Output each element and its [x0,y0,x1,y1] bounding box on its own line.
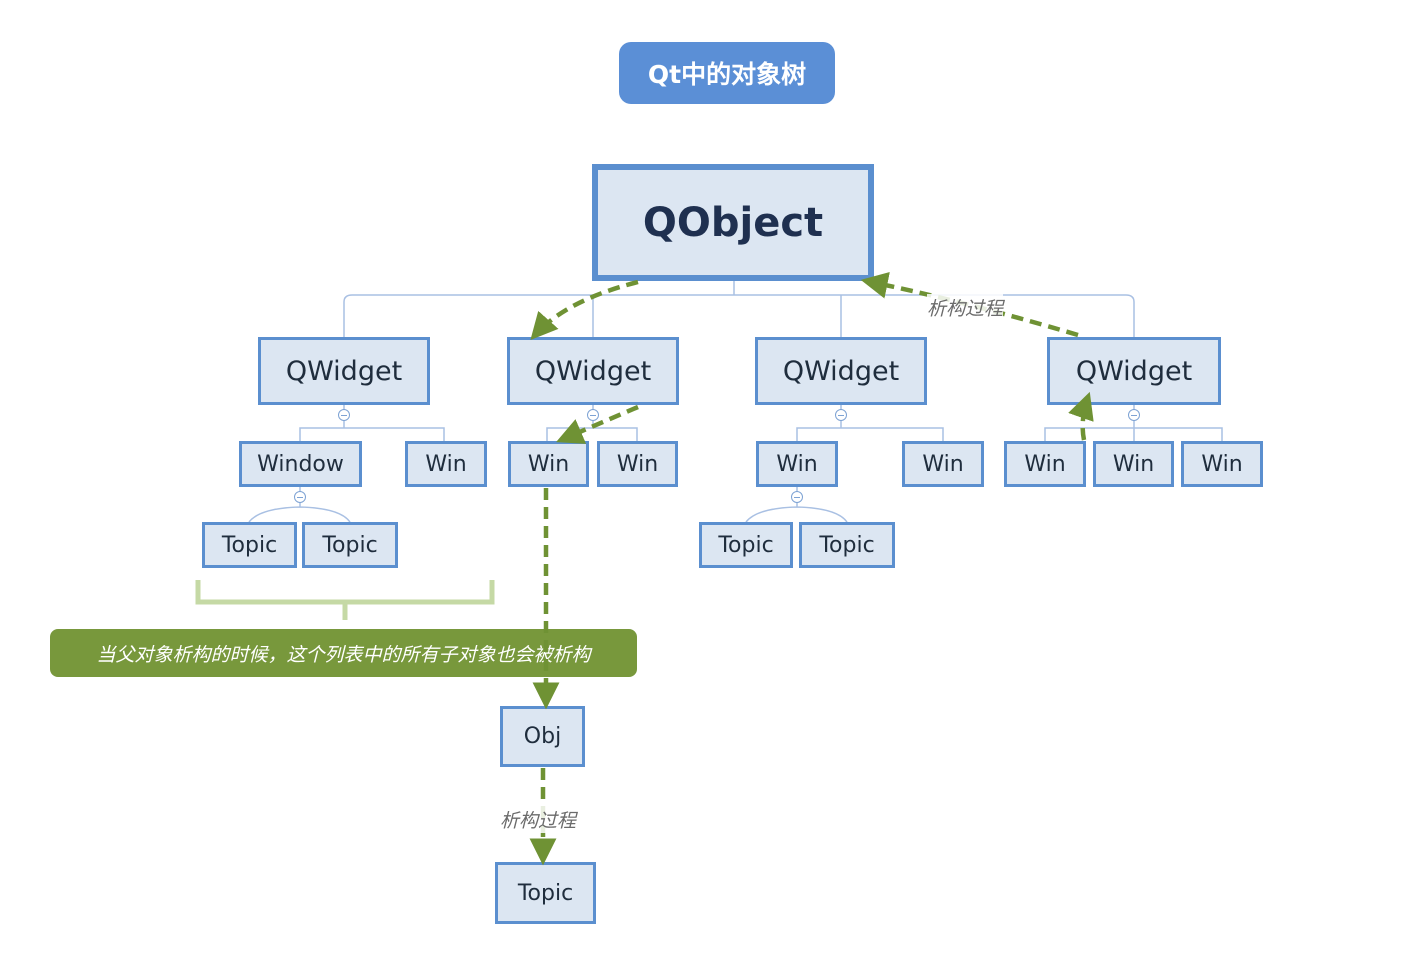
note-banner: 当父对象析构的时候，这个列表中的所有子对象也会被析构 [50,629,637,677]
node-win: Win [1004,441,1086,487]
destruct-process-label: 析构过程 [500,806,577,833]
node-topic-chain: Topic [495,862,596,924]
node-qobject-root: QObject [592,164,874,281]
node-win: Win [1093,441,1174,487]
node-win: Win [756,441,838,487]
children-list-bracket [195,580,495,620]
node-topic: Topic [699,522,793,568]
node-win: Win [508,441,589,487]
collapse-toggle-icon [835,409,847,421]
node-window: Window [239,441,362,487]
node-win: Win [597,441,678,487]
node-topic: Topic [302,522,398,568]
collapse-toggle-icon [1128,409,1140,421]
node-qwidget-2: QWidget [507,337,679,405]
collapse-toggle-icon [338,409,350,421]
collapse-toggle-icon [294,491,306,503]
node-topic: Topic [799,522,895,568]
node-win: Win [405,441,487,487]
node-win: Win [902,441,984,487]
node-qwidget-4: QWidget [1047,337,1221,405]
node-obj: Obj [500,706,585,767]
diagram-title: Qt中的对象树 [619,42,835,104]
collapse-toggle-icon [791,491,803,503]
node-qwidget-1: QWidget [258,337,430,405]
node-qwidget-3: QWidget [755,337,927,405]
node-win: Win [1181,441,1263,487]
destruct-process-label: 析构过程 [927,294,1004,321]
node-topic: Topic [202,522,297,568]
collapse-toggle-icon [587,409,599,421]
